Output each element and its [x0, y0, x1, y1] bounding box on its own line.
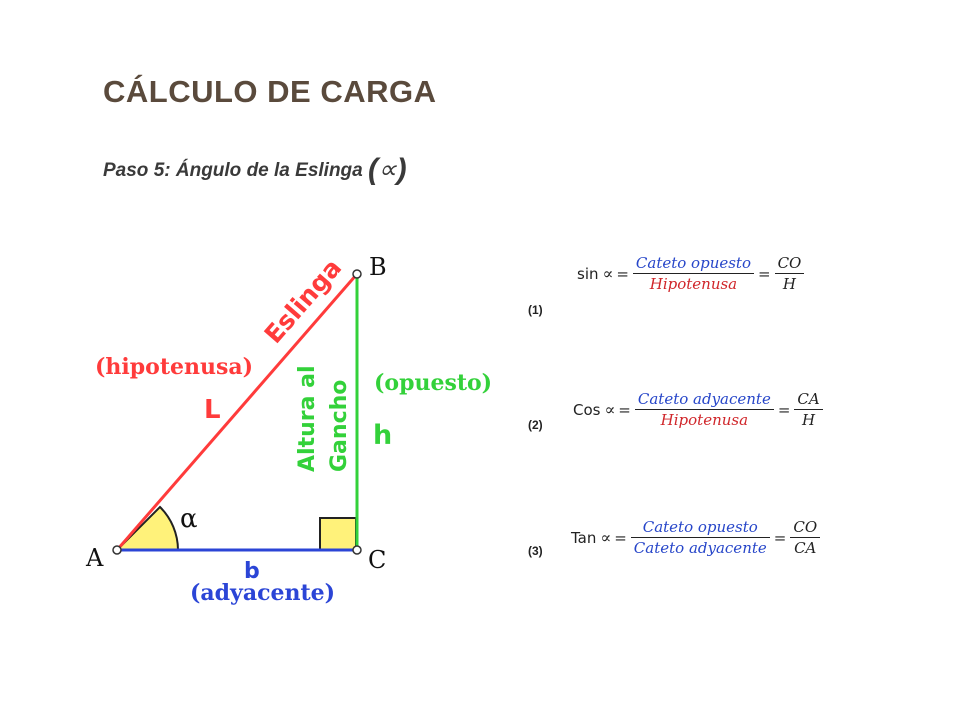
equation-3-numerator: Cateto opuesto [642, 518, 758, 536]
equation-1-equals-2: = [757, 264, 771, 283]
equation-1-number: (1) [528, 303, 543, 317]
page-subtitle: Paso 5: Ángulo de la Eslinga (∝) [103, 153, 407, 187]
equation-3-alpha: ∝ [600, 528, 612, 547]
equation-1-short-fraction: CO H [774, 253, 805, 294]
vertex-a-point [112, 545, 122, 555]
hypotenuse-line [115, 273, 359, 551]
equation-2-equals: = [618, 400, 631, 419]
equation-3-fraction: Cateto opuesto Cateto adyacente [630, 517, 770, 558]
equation-2-equals-2: = [777, 400, 791, 419]
page-title: CÁLCULO DE CARGA [103, 74, 437, 109]
equation-2-denominator: Hipotenusa [660, 411, 749, 429]
opposite-letter-label: h [373, 420, 392, 451]
equation-2-number: (2) [528, 418, 543, 432]
hypotenuse-letter-label: L [204, 395, 221, 425]
subtitle-close-paren: ) [396, 153, 407, 186]
adjacent-role-label: (adyacente) [190, 580, 335, 606]
equation-1-alpha: ∝ [602, 264, 614, 283]
equation-1-sin: sin ∝ = Cateto opuesto Hipotenusa = CO H [577, 253, 808, 294]
vertex-b-label: B [369, 253, 387, 281]
equation-2-cos: Cos ∝ = Cateto adyacente Hipotenusa = CA… [573, 389, 827, 430]
equation-3-short-numerator: CO [793, 518, 818, 536]
subtitle-text: Paso 5: Ángulo de la Eslinga [103, 160, 363, 181]
equation-1-numerator: Cateto opuesto [635, 254, 751, 272]
vertex-a-label: A [85, 544, 104, 572]
equation-1-denominator: Hipotenusa [649, 275, 738, 293]
vertex-c-label: C [368, 546, 386, 574]
equation-1-short-numerator: CO [777, 254, 802, 272]
vertex-c-point [352, 545, 362, 555]
equation-2-numerator: Cateto adyacente [637, 390, 771, 408]
equation-3-short-denominator: CA [794, 539, 817, 557]
opposite-role-label: (opuesto) [374, 370, 492, 396]
equation-1-function: sin [577, 264, 599, 283]
equation-2-alpha: ∝ [604, 400, 616, 419]
equation-3-number: (3) [528, 544, 543, 558]
equation-3-short-fraction: CO CA [790, 517, 821, 558]
height-label-line2: Gancho [327, 380, 352, 472]
right-angle-marker [319, 517, 357, 551]
equation-3-tan: Tan ∝ = Cateto opuesto Cateto adyacente … [571, 517, 824, 558]
equation-3-denominator: Cateto adyacente [633, 539, 767, 557]
equation-3-equals: = [614, 528, 627, 547]
equation-1-fraction: Cateto opuesto Hipotenusa [632, 253, 754, 294]
equation-2-short-numerator: CA [797, 390, 820, 408]
angle-alpha-label: α [180, 504, 198, 534]
height-label-line1: Altura al [295, 366, 320, 473]
equation-3-equals-2: = [773, 528, 787, 547]
equation-3-function: Tan [571, 528, 597, 547]
equation-1-equals: = [616, 264, 629, 283]
subtitle-open-paren: ( [368, 153, 379, 186]
equation-2-function: Cos [573, 400, 601, 419]
subtitle-alpha-symbol: ∝ [378, 154, 397, 184]
vertex-b-point [352, 269, 362, 279]
equation-2-fraction: Cateto adyacente Hipotenusa [634, 389, 774, 430]
hypotenuse-role-label: (hipotenusa) [95, 354, 253, 380]
adjacent-letter-label: b [244, 559, 260, 584]
equation-2-short-denominator: H [802, 411, 816, 429]
equation-1-short-denominator: H [782, 275, 796, 293]
equation-2-short-fraction: CA H [794, 389, 823, 430]
